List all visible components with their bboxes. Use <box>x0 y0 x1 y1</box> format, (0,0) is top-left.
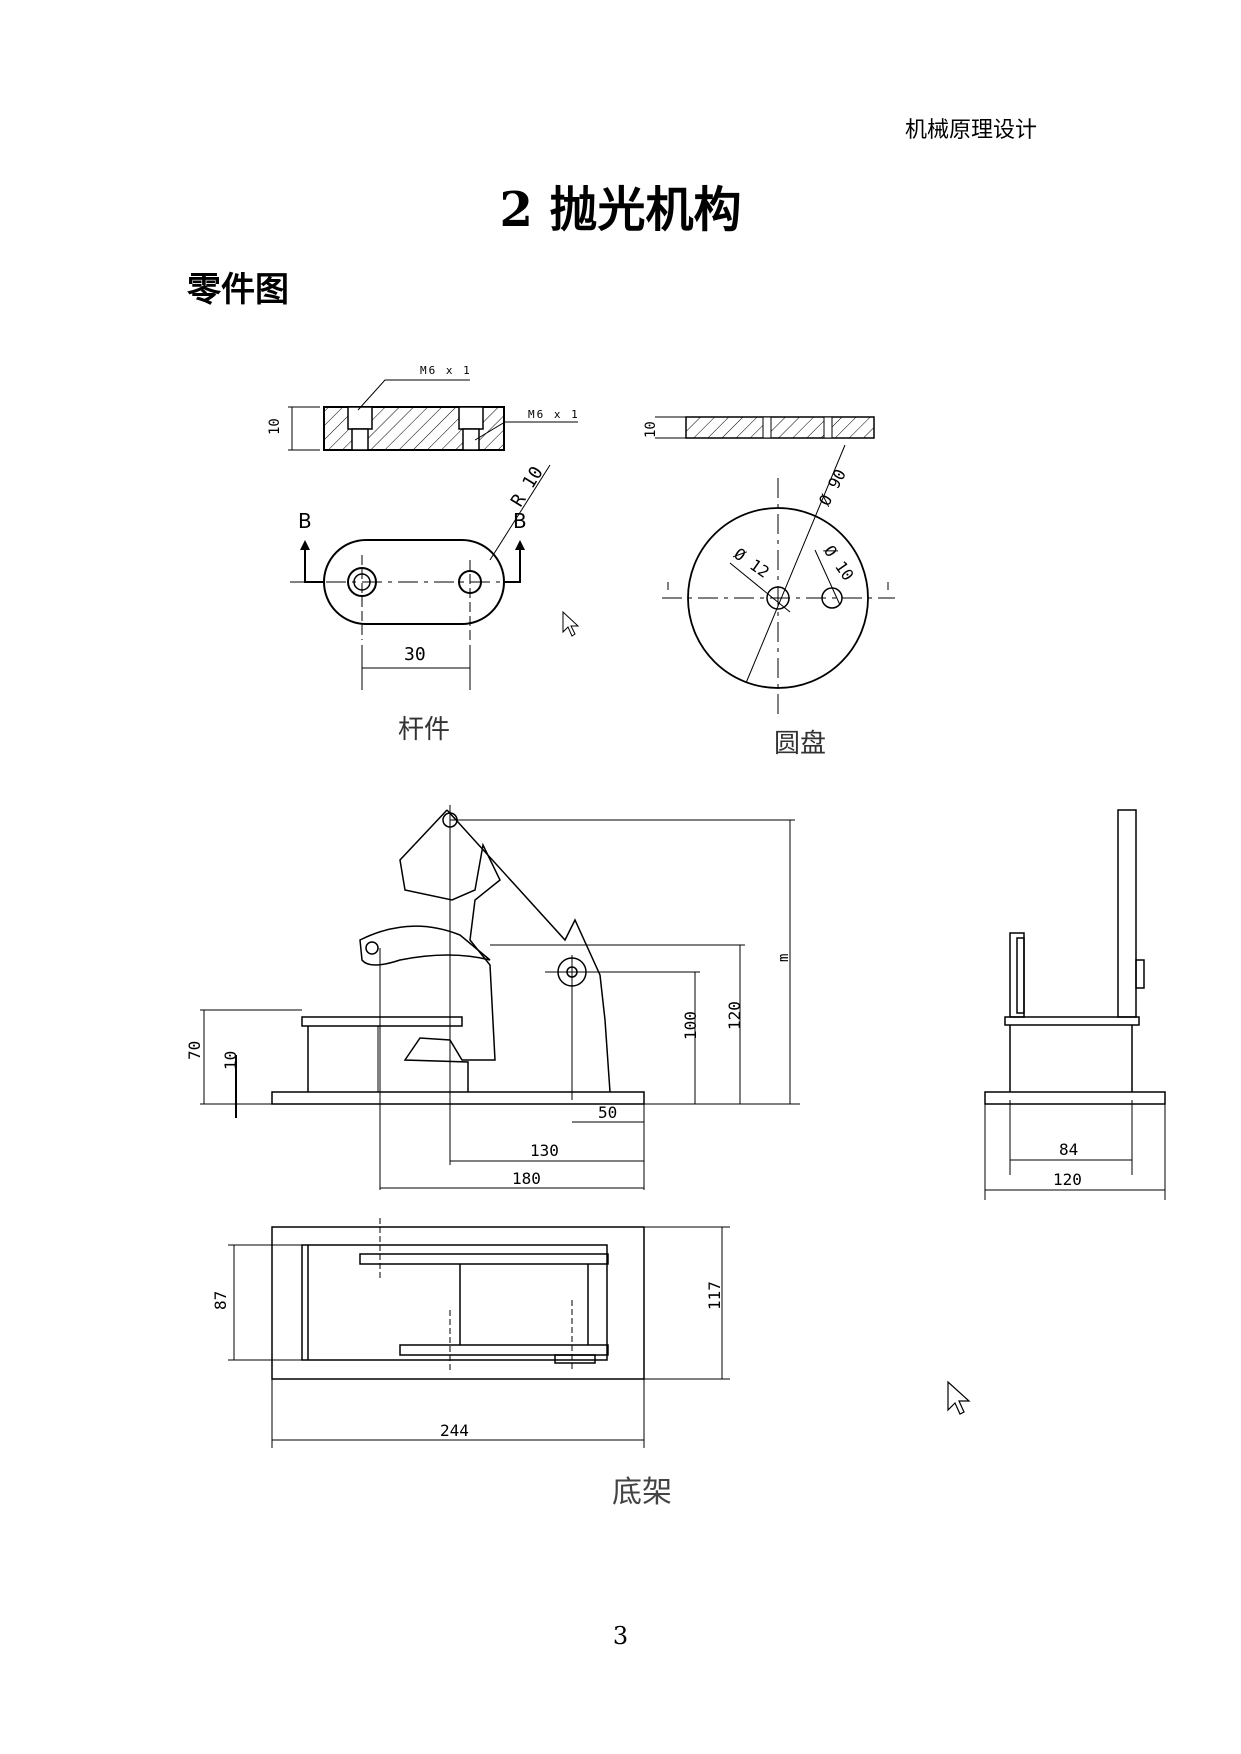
disc-drawing <box>655 416 895 720</box>
side-dim-120: 120 <box>1053 1170 1082 1189</box>
running-header: 机械原理设计 <box>905 118 1038 143</box>
side-table-top <box>1004 1016 1140 1026</box>
side-dim-84: 84 <box>1059 1140 1078 1159</box>
frame-link-arm <box>359 925 491 966</box>
frame-upright <box>399 809 501 1092</box>
frame-dim-70: 70 <box>185 1041 204 1060</box>
disc-thickness-dim: 10 <box>643 421 659 438</box>
mouse-pointer-icon <box>947 1380 971 1415</box>
rod-thread-label-2: M6 x 1 <box>528 408 580 421</box>
frame-dim-180: 180 <box>512 1169 541 1188</box>
top-dim-244: 244 <box>440 1421 469 1440</box>
section-mark-right: B <box>513 509 527 533</box>
frame-dim-120-vertical: 120 <box>725 1001 744 1030</box>
rod-drawing <box>288 379 578 690</box>
top-dim-87: 87 <box>211 1291 230 1310</box>
section-title: 零件图 <box>187 270 289 310</box>
top-dim-117: 117 <box>705 1281 724 1310</box>
disc-caption: 圆盘 <box>774 729 826 759</box>
frame-dim-50: 50 <box>598 1103 617 1122</box>
rod-caption: 杆件 <box>398 715 450 745</box>
side-base-plate <box>984 1091 1166 1105</box>
page-number: 3 <box>612 1622 629 1650</box>
mouse-pointer-icon <box>562 610 580 637</box>
rod-thickness-dim: 10 <box>267 418 283 435</box>
chapter-title: 2 抛光机构 <box>499 182 742 238</box>
rod-radius-dim: R 10 <box>507 463 548 511</box>
frame-caption: 底架 <box>612 1475 672 1510</box>
disc-outer-diameter-dim: Ø 90 <box>815 466 850 509</box>
frame-base-plate <box>271 1091 645 1105</box>
frame-side-view <box>984 809 1166 1200</box>
rod-hole-spacing-dim: 30 <box>404 644 426 665</box>
disc-section-body <box>685 416 875 439</box>
section-mark-left: B <box>298 509 312 533</box>
frame-front-view <box>200 805 800 1190</box>
rod-thread-label-1: M6 x 1 <box>420 364 472 377</box>
side-post-right <box>1117 809 1137 1018</box>
frame-dim-overall-height: m <box>776 954 792 962</box>
rod-threaded-hole-left <box>347 406 373 430</box>
frame-table-top <box>301 1016 463 1027</box>
frame-dim-130: 130 <box>530 1141 559 1160</box>
frame-dim-100: 100 <box>681 1011 700 1040</box>
frame-top-view <box>228 1218 730 1448</box>
rod-threaded-hole-right <box>458 406 484 430</box>
disc-center-hole-dim: Ø 12 <box>730 544 772 582</box>
frame-dim-10: 10 <box>221 1051 240 1070</box>
top-base-outline <box>271 1226 645 1380</box>
